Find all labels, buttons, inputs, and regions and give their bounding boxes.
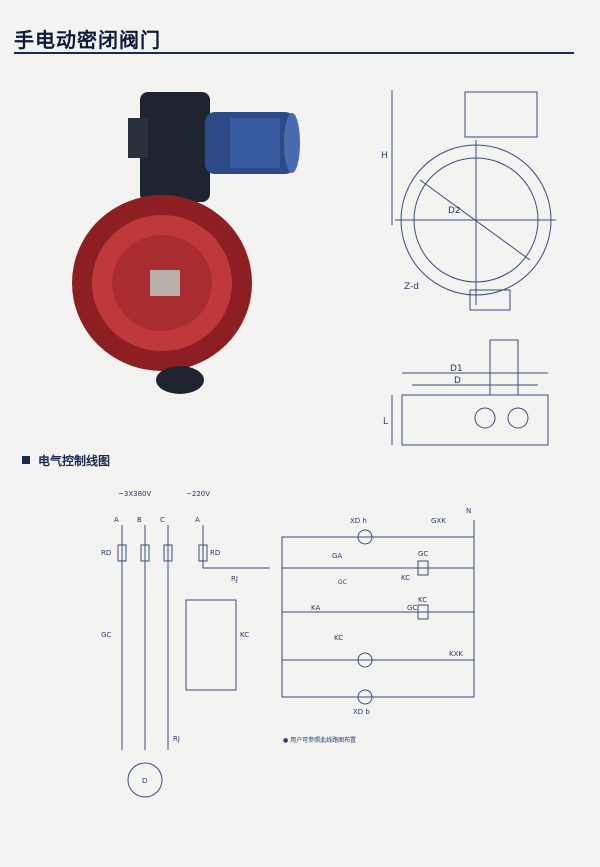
label-KA: KA: [311, 604, 320, 612]
actuator-side: [489, 339, 519, 396]
label-GA: GA: [332, 552, 342, 560]
label-GXK: GXK: [431, 517, 446, 525]
lamp-mid: [357, 652, 373, 668]
label-GC-left: GC: [101, 631, 111, 639]
label-Zd: Z-d: [404, 282, 419, 292]
label-D1: D1: [450, 364, 463, 374]
bullet-square: [22, 456, 30, 464]
label-RJ-bottom: RJ: [173, 735, 180, 743]
port-right: [507, 407, 529, 429]
base-stub: [469, 289, 511, 311]
title-rule: [14, 52, 574, 54]
label-KC-left: KC: [240, 631, 249, 639]
coil-KC: [417, 604, 429, 620]
label-D: D: [454, 376, 461, 386]
label-XDb: XD b: [353, 708, 370, 716]
label-RJ-top: RJ: [231, 575, 238, 583]
valve-base: [156, 366, 204, 394]
side-view: [391, 339, 549, 446]
label-RD-right: RD: [210, 549, 220, 557]
reversing-loop: [185, 599, 237, 691]
label-supply-1ph: ~220V: [186, 490, 210, 498]
wiring-note: ● 用户可参照此线路图布置: [283, 736, 356, 744]
label-KC-ctrl2: KC: [334, 634, 343, 642]
fuse-C: [163, 544, 173, 562]
page-title: 手电动密闭阀门: [14, 28, 161, 52]
lamp-XDb: [357, 689, 373, 705]
label-N: N: [466, 507, 471, 515]
section-heading-text: 电气控制线图: [38, 454, 111, 468]
body-side-outline: [401, 394, 549, 446]
label-RD-left: RD: [101, 549, 111, 557]
motor-highlight: [230, 118, 280, 168]
motor-endcap: [284, 113, 300, 173]
port-left: [474, 407, 496, 429]
label-KC-coil: KC: [418, 596, 427, 604]
label-XDh: XD h: [350, 517, 367, 525]
front-view: [391, 90, 556, 311]
actuator-outline: [464, 91, 538, 138]
label-L: L: [383, 417, 388, 427]
gearbox-shape: [140, 92, 210, 202]
section-heading: 电气控制线图: [22, 452, 110, 469]
label-C: C: [160, 516, 165, 524]
disc-line: [419, 179, 531, 261]
label-A: A: [114, 516, 119, 524]
handwheel-hub: [128, 118, 148, 158]
fuse-control: [198, 544, 208, 562]
label-H: H: [381, 151, 388, 161]
label-D2: D2: [448, 206, 461, 216]
coil-GC: [417, 560, 429, 576]
label-B: B: [137, 516, 142, 524]
fuse-A: [117, 544, 127, 562]
label-GC-ctrl2: GC: [407, 604, 417, 612]
motor-symbol: [127, 762, 163, 798]
lamp-XDh: [357, 529, 373, 545]
label-supply-3ph: ~3X380V: [118, 490, 151, 498]
label-KC-ctrl: KC: [401, 574, 410, 582]
label-GC-ctrl1: GC: [338, 579, 347, 586]
label-KXK: KXK: [449, 650, 463, 658]
label-motor: D: [142, 777, 147, 785]
valve-spindle: [150, 270, 180, 296]
label-A2: A: [195, 516, 200, 524]
label-GC-coil: GC: [418, 550, 428, 558]
fuse-B: [140, 544, 150, 562]
